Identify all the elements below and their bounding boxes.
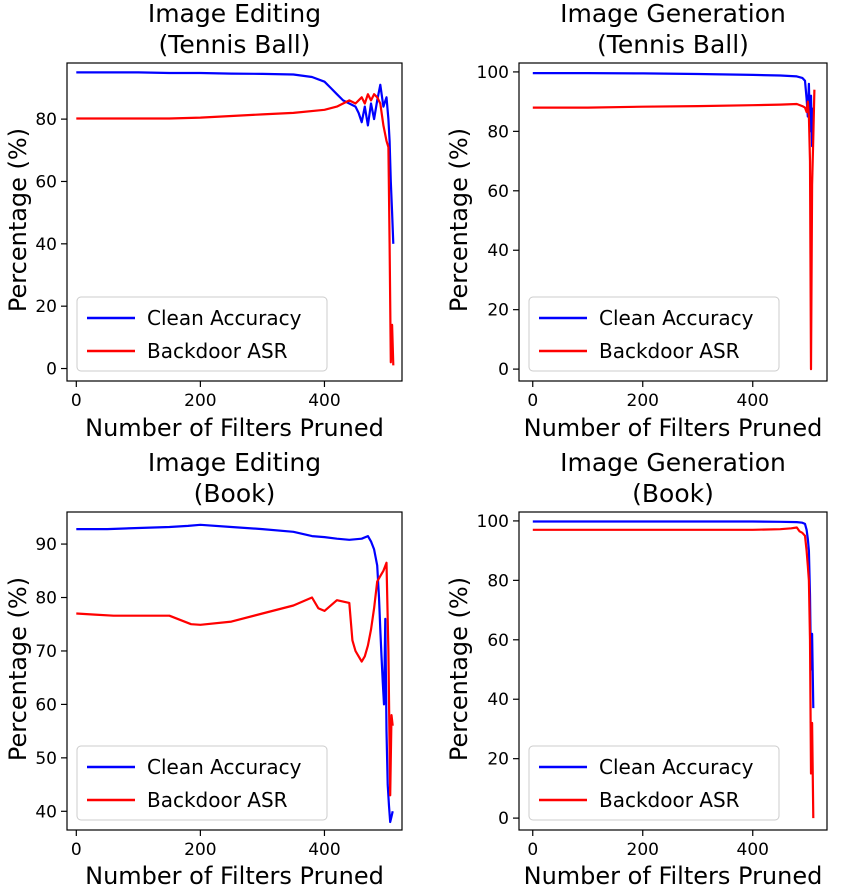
x-tick-label: 400 [308, 391, 340, 411]
legend-box [76, 745, 328, 821]
y-tick-label: 80 [487, 571, 509, 591]
x-tick-label: 200 [627, 391, 659, 411]
x-tick-label: 0 [527, 840, 538, 860]
chart-panel-2: Image Generation(Tennis Ball) 0 200 400 0 20 4… [445, 0, 828, 442]
y-tick-label: 40 [35, 235, 57, 255]
y-tick-label: 0 [46, 360, 57, 380]
y-tick-label: 80 [35, 589, 57, 609]
legend-label: Clean Accuracy [147, 306, 302, 330]
y-tick-label: 100 [477, 512, 509, 532]
legend-box [528, 296, 780, 372]
chart-title-line: (Tennis Ball) [159, 30, 311, 59]
y-tick-label: 40 [487, 241, 509, 261]
x-tick-label: 200 [627, 840, 659, 860]
x-axis-label: Number of Filters Pruned [85, 414, 384, 442]
y-tick-label: 60 [487, 182, 509, 202]
x-axis-label: Number of Filters Pruned [85, 862, 384, 886]
legend-label: Clean Accuracy [599, 306, 754, 330]
x-axis-label: Number of Filters Pruned [524, 414, 823, 442]
y-tick-label: 20 [487, 301, 509, 321]
x-tick-label: 400 [737, 840, 769, 860]
series-line-clean-accuracy [532, 71, 815, 148]
y-tick-label: 40 [487, 690, 509, 710]
x-tick-label: 400 [308, 840, 340, 860]
legend-label: Backdoor ASR [599, 339, 740, 363]
series-line-backdoor-asr [76, 93, 395, 366]
y-tick-label: 40 [35, 802, 57, 822]
legend-label: Backdoor ASR [147, 339, 288, 363]
series-line-backdoor-asr [76, 561, 394, 797]
series-line-backdoor-asr [532, 526, 815, 819]
axes-frame [518, 62, 828, 382]
y-tick-label: 90 [35, 535, 57, 555]
legend-label: Backdoor ASR [147, 788, 288, 812]
y-tick-label: 80 [487, 122, 509, 142]
chart-title-line: (Book) [632, 479, 714, 508]
x-tick-label: 200 [184, 391, 216, 411]
y-tick-label: 0 [498, 809, 509, 829]
y-axis-label: Percentage (%) [4, 128, 32, 312]
x-tick-label: 0 [527, 391, 538, 411]
axes-frame [66, 511, 403, 831]
y-axis-label: Percentage (%) [445, 128, 473, 312]
series-line-clean-accuracy [76, 71, 395, 244]
chart-title-line: Image Editing [148, 0, 321, 28]
series-line-clean-accuracy [532, 520, 815, 709]
legend-box [528, 745, 780, 821]
y-tick-label: 20 [487, 750, 509, 770]
chart-panel-1: Image Editing(Tennis Ball) 0 200 400 0 20 40 60… [4, 0, 403, 442]
y-tick-label: 50 [35, 749, 57, 769]
axes-frame [518, 511, 828, 831]
axes-frame [66, 62, 403, 382]
legend-box [76, 296, 328, 372]
y-tick-label: 60 [487, 631, 509, 651]
x-axis-label: Number of Filters Pruned [524, 862, 823, 886]
legend-label: Backdoor ASR [599, 788, 740, 812]
y-tick-label: 60 [35, 172, 57, 192]
y-tick-label: 70 [35, 642, 57, 662]
series-line-backdoor-asr [532, 89, 816, 371]
chart-title-line: (Book) [194, 479, 276, 508]
y-axis-label: Percentage (%) [445, 577, 473, 761]
y-tick-label: 100 [477, 63, 509, 83]
y-tick-label: 20 [35, 297, 57, 317]
y-tick-label: 60 [35, 695, 57, 715]
y-tick-label: 80 [35, 110, 57, 130]
chart-panel-3: Image Editing(Book) 0 200 400 40 50 60 70 80 90Nu… [4, 448, 403, 886]
x-tick-label: 0 [71, 391, 82, 411]
series-line-clean-accuracy [76, 523, 394, 824]
chart-title-line: (Tennis Ball) [597, 30, 749, 59]
chart-title-line: Image Generation [560, 0, 786, 28]
x-tick-label: 200 [184, 840, 216, 860]
legend-label: Clean Accuracy [147, 755, 302, 779]
y-axis-label: Percentage (%) [4, 577, 32, 761]
chart-title-line: Image Editing [148, 448, 321, 477]
chart-panel-4: Image Generation(Book) 0 200 400 0 20 40 60 80 10… [445, 448, 828, 886]
chart-title-line: Image Generation [560, 448, 786, 477]
legend-label: Clean Accuracy [599, 755, 754, 779]
y-tick-label: 0 [498, 360, 509, 380]
x-tick-label: 400 [737, 391, 769, 411]
x-tick-label: 0 [71, 840, 82, 860]
